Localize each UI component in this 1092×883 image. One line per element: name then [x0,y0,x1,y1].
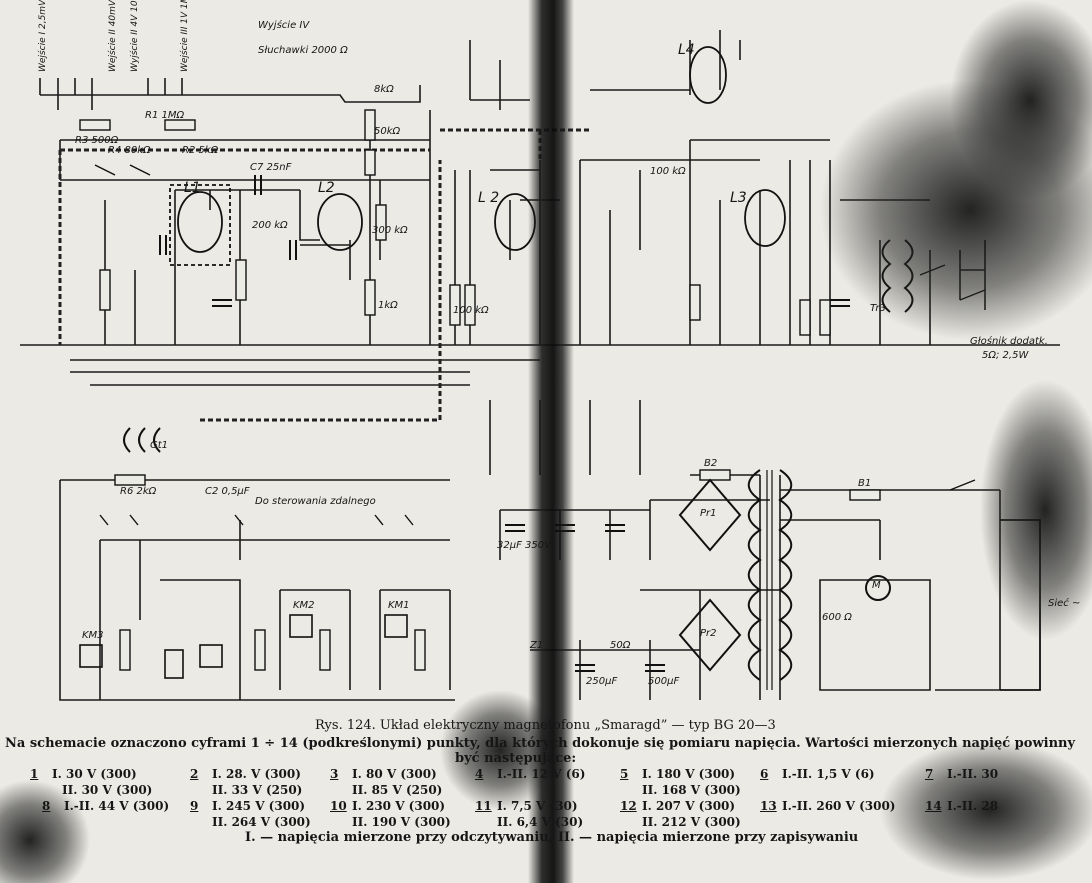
circuit-schematic [20,30,1060,701]
measurement-item: II. 190 V (300) [352,815,451,829]
input-2-label: Wejście II 40mV 1MΩ [108,0,118,72]
r9-label: 200 kΩ [252,220,288,231]
measurements-row-4: II. 264 V (300) II. 190 V (300) II. 6,4 … [0,815,1092,831]
b2-label: B2 [704,458,718,469]
r13-label: 1kΩ [378,300,398,311]
r17-label: 100 kΩ [453,305,489,316]
input-3-label: Wejście III 1V 1MΩ [180,0,190,72]
l2b-label: L 2 [478,190,500,206]
output-3-label: Wyjście II 4V 10kΩ [130,0,140,72]
caption-intro: Na schemacie oznaczono cyframi 1 ÷ 14 (p… [5,736,1076,751]
r1-label: R1 1MΩ [145,110,185,121]
vacuum-tubes [169,46,786,266]
l3-label: L3 [730,190,747,206]
measurements-row-2: II. 30 V (300) II. 33 V (250) II. 85 V (… [0,783,1092,799]
km3-label: KM3 [82,630,104,641]
l1-label: L1 [184,180,201,196]
c36-label: 500µF [648,676,680,687]
motor-label: M [872,580,881,591]
measurement-item: II. 212 V (300) [642,815,741,829]
c37-label: 250µF [586,676,618,687]
r19-label: 100 kΩ [650,166,686,177]
measurement-item: II. 30 V (300) [62,783,153,797]
measurement-item: II. 6,4 V (30) [497,815,584,829]
l4-label: L4 [678,42,695,58]
headphones-label: Słuchawki 2000 Ω [258,45,348,56]
z1-label: Z1 [530,640,544,651]
gt1-label: Gt1 [150,440,169,451]
c7-label: C7 25nF [250,162,292,173]
extra-speaker-spec: 5Ω; 2,5W [982,350,1029,361]
relays [79,614,408,679]
mains-label: Sieć ~ [1048,598,1081,609]
power-transformer [123,239,914,690]
input-1-label: Wejście I 2,5mV 2MΩ [38,0,48,72]
measurement-item: II. 264 V (300) [212,815,311,829]
l2a-label: L2 [318,180,335,196]
page-gutter-shadow [528,0,574,883]
extra-speaker-label: Głośnik dodatk. [970,336,1048,347]
pr1-label: Pr1 [700,508,717,519]
measurement-legend: I. — napięcia mierzone przy odczytywaniu… [245,830,859,845]
r6-label: R6 2kΩ [120,486,157,497]
km2-label: KM2 [293,600,315,611]
resistors [79,109,881,671]
tr3-label: Tr3 [870,303,886,314]
remote-control-label: Do sterowania zdalnego [255,496,376,507]
figure-caption: Rys. 124. Układ elektryczny magnetofonu … [315,718,776,733]
measurement-item: II. 168 V (300) [642,783,741,797]
measurement-item: II. 85 V (250) [352,783,443,797]
r-300k-label: 300 kΩ [372,225,408,236]
output-4-label: Wyjście IV [258,20,310,31]
r30-label: 50Ω [610,640,631,651]
r2-label: R2 5kΩ [182,145,219,156]
b1-label: B1 [858,478,872,489]
c35-label: 32µF 350V [497,540,551,551]
r16-label: 8kΩ [374,84,394,95]
r38-label: 50kΩ [374,126,401,137]
shielded-wires [58,128,590,422]
c2-label: C2 0,5µF [205,486,250,497]
pr2-label: Pr2 [700,628,717,639]
measurement-item: II. 33 V (250) [212,783,303,797]
r3-label: R3 500Ω [75,135,119,146]
capacitors [159,175,850,672]
km1-label: KM1 [388,600,410,611]
caption-intro-cont: być następujące: [455,751,577,766]
motor-resistor-label: 600 Ω [822,612,852,623]
r4-label: R4 80kΩ [108,145,151,156]
